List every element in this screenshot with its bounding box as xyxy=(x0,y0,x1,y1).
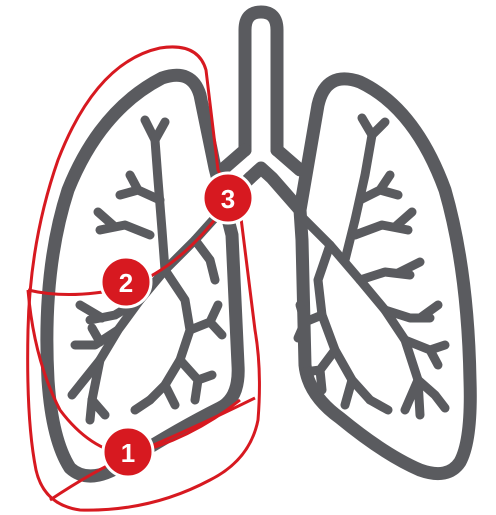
marker-1-label: 1 xyxy=(121,438,135,468)
bronchi-icon-right xyxy=(298,118,445,415)
marker-3: 3 xyxy=(203,173,253,223)
marker-3-label: 3 xyxy=(221,184,235,214)
marker-2: 2 xyxy=(101,257,151,307)
marker-2-label: 2 xyxy=(119,268,133,298)
marker-1: 1 xyxy=(103,427,153,477)
